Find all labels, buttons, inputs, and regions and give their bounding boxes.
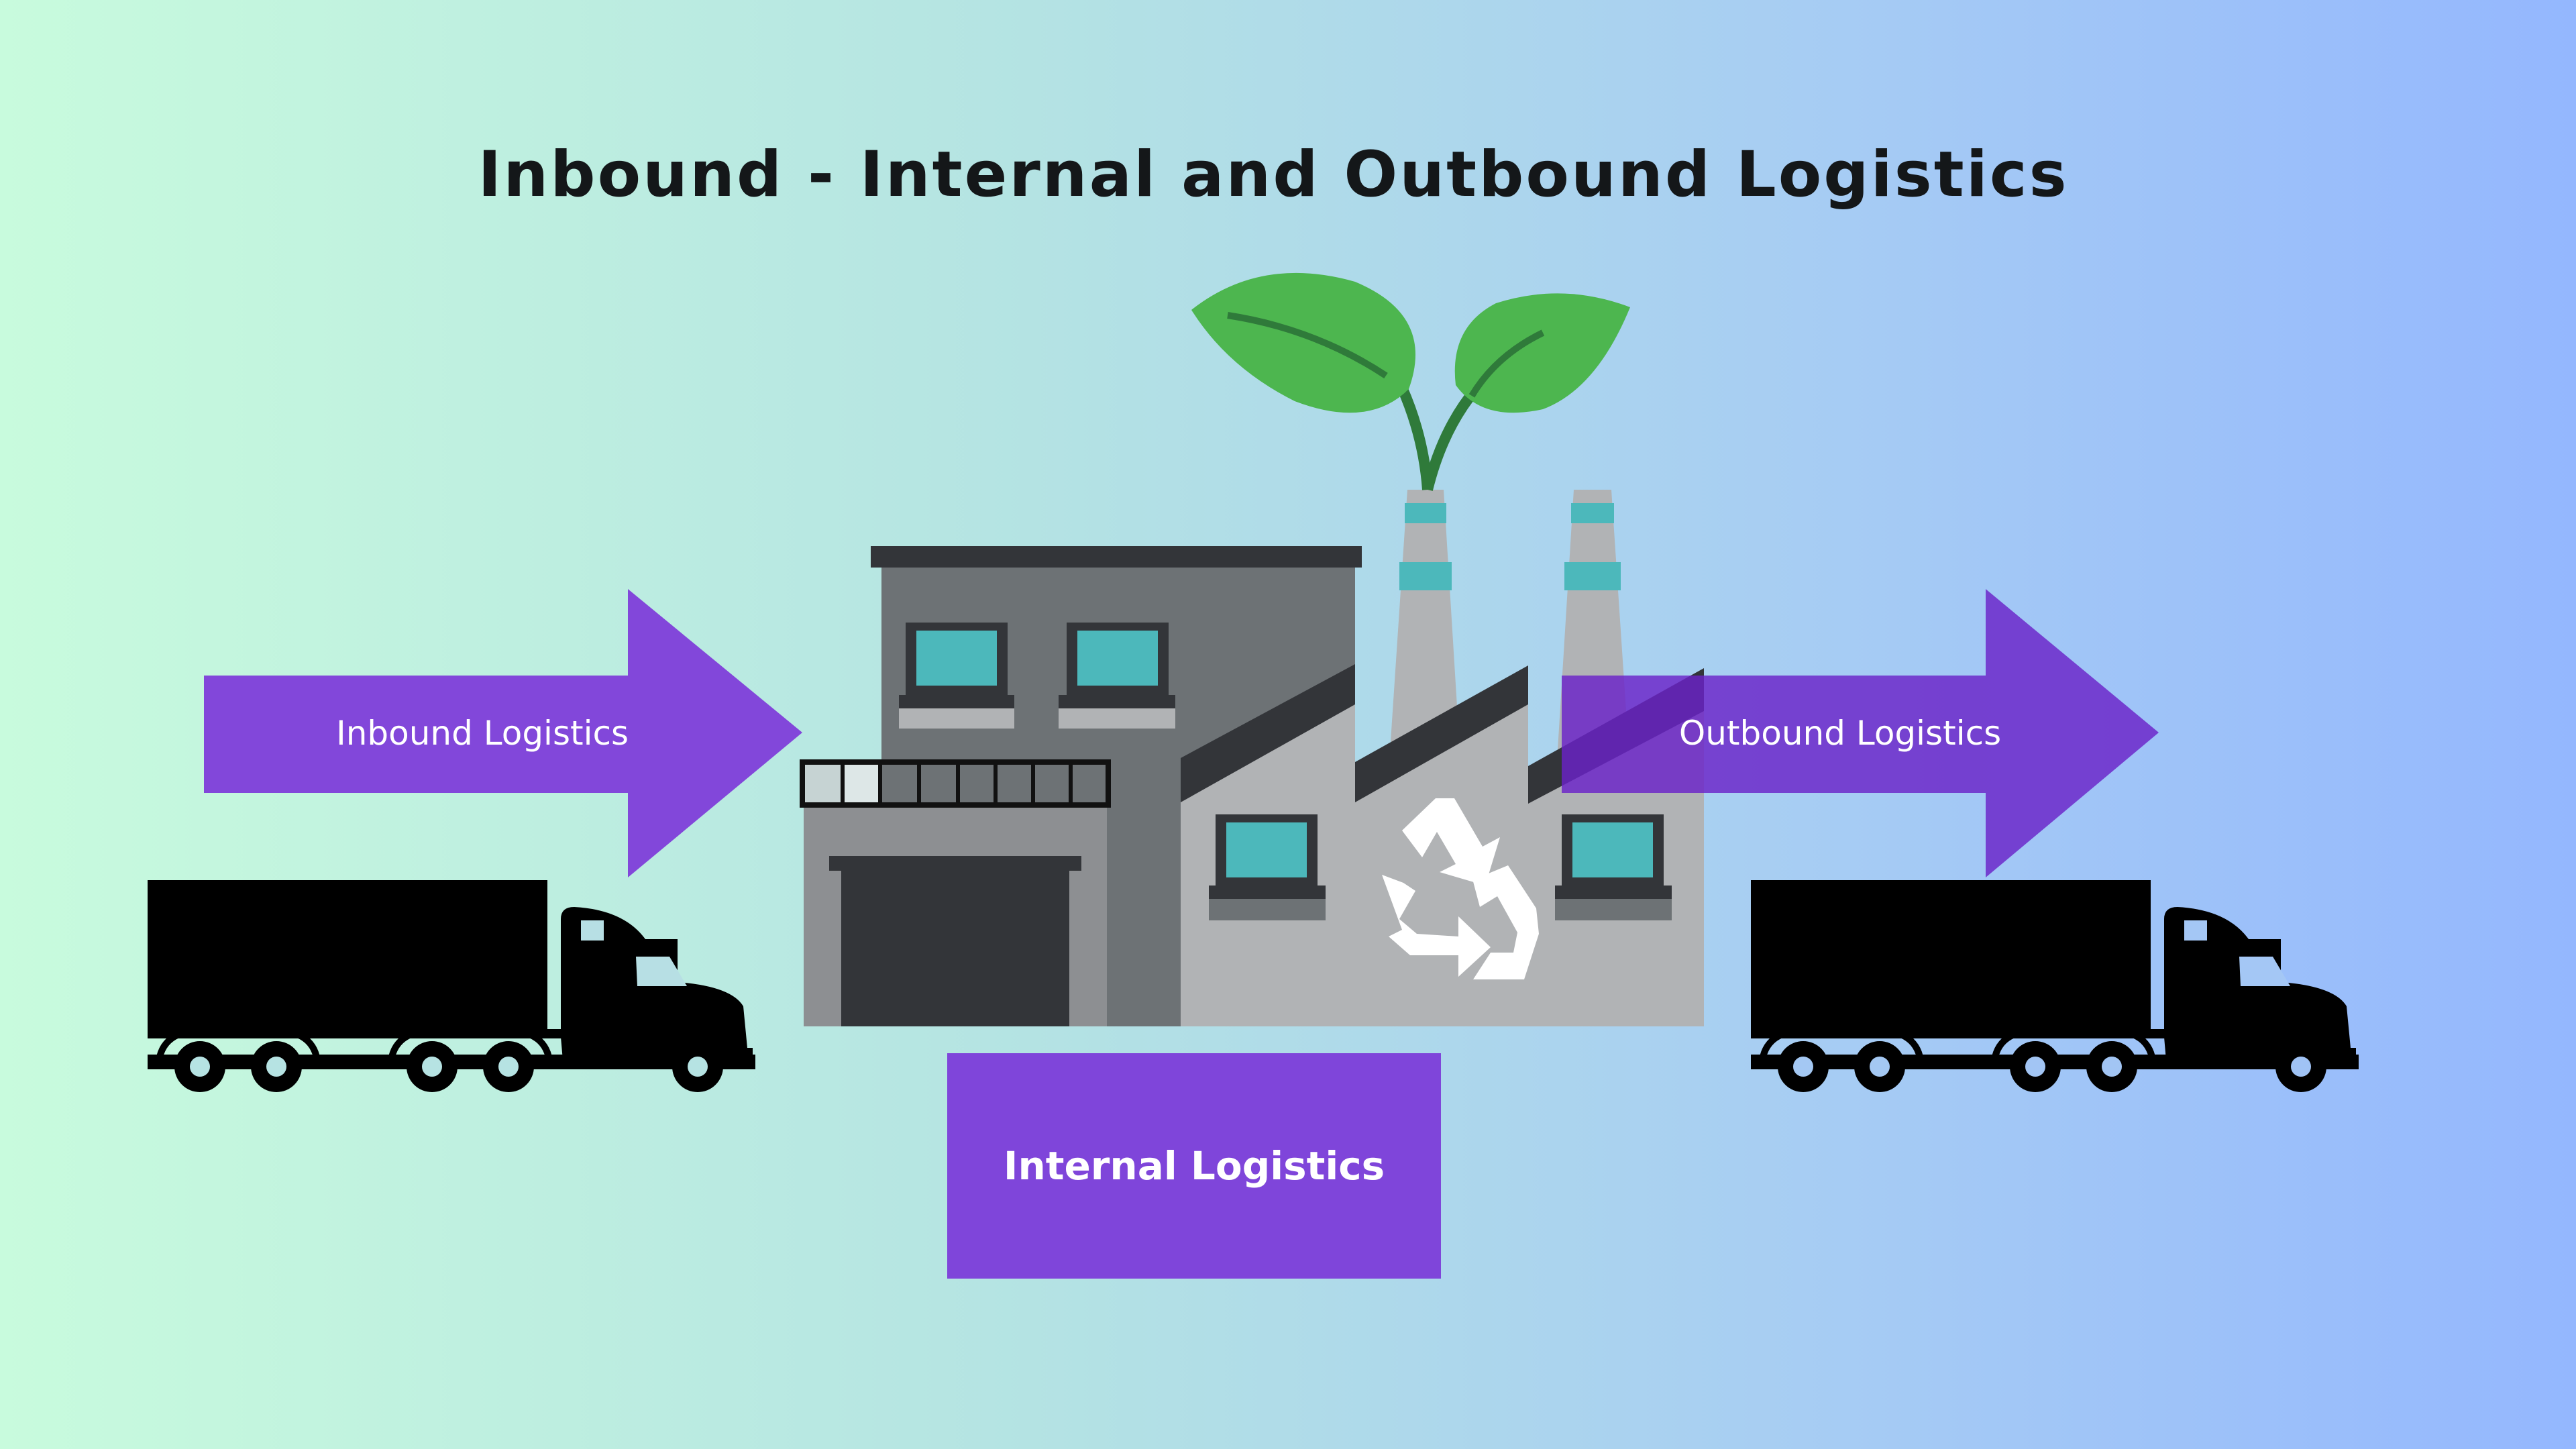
- internal-logistics-label: Internal Logistics: [1003, 1143, 1385, 1189]
- recycle-icon: [1382, 798, 1539, 979]
- internal-logistics-box: Internal Logistics: [947, 1053, 1441, 1279]
- outbound-logistics-label: Outbound Logistics: [1678, 714, 2002, 753]
- inbound-logistics-label: Inbound Logistics: [335, 714, 629, 753]
- page-title: Inbound - Internal and Outbound Logistic…: [478, 138, 2069, 211]
- right-truck-icon: [1751, 880, 2359, 1092]
- left-truck-icon: [148, 880, 755, 1092]
- outbound-arrow: [1562, 589, 2159, 877]
- leaf-sprout-icon: [1191, 272, 1630, 491]
- inbound-arrow: [204, 589, 802, 877]
- factory-icon: [800, 490, 1704, 1026]
